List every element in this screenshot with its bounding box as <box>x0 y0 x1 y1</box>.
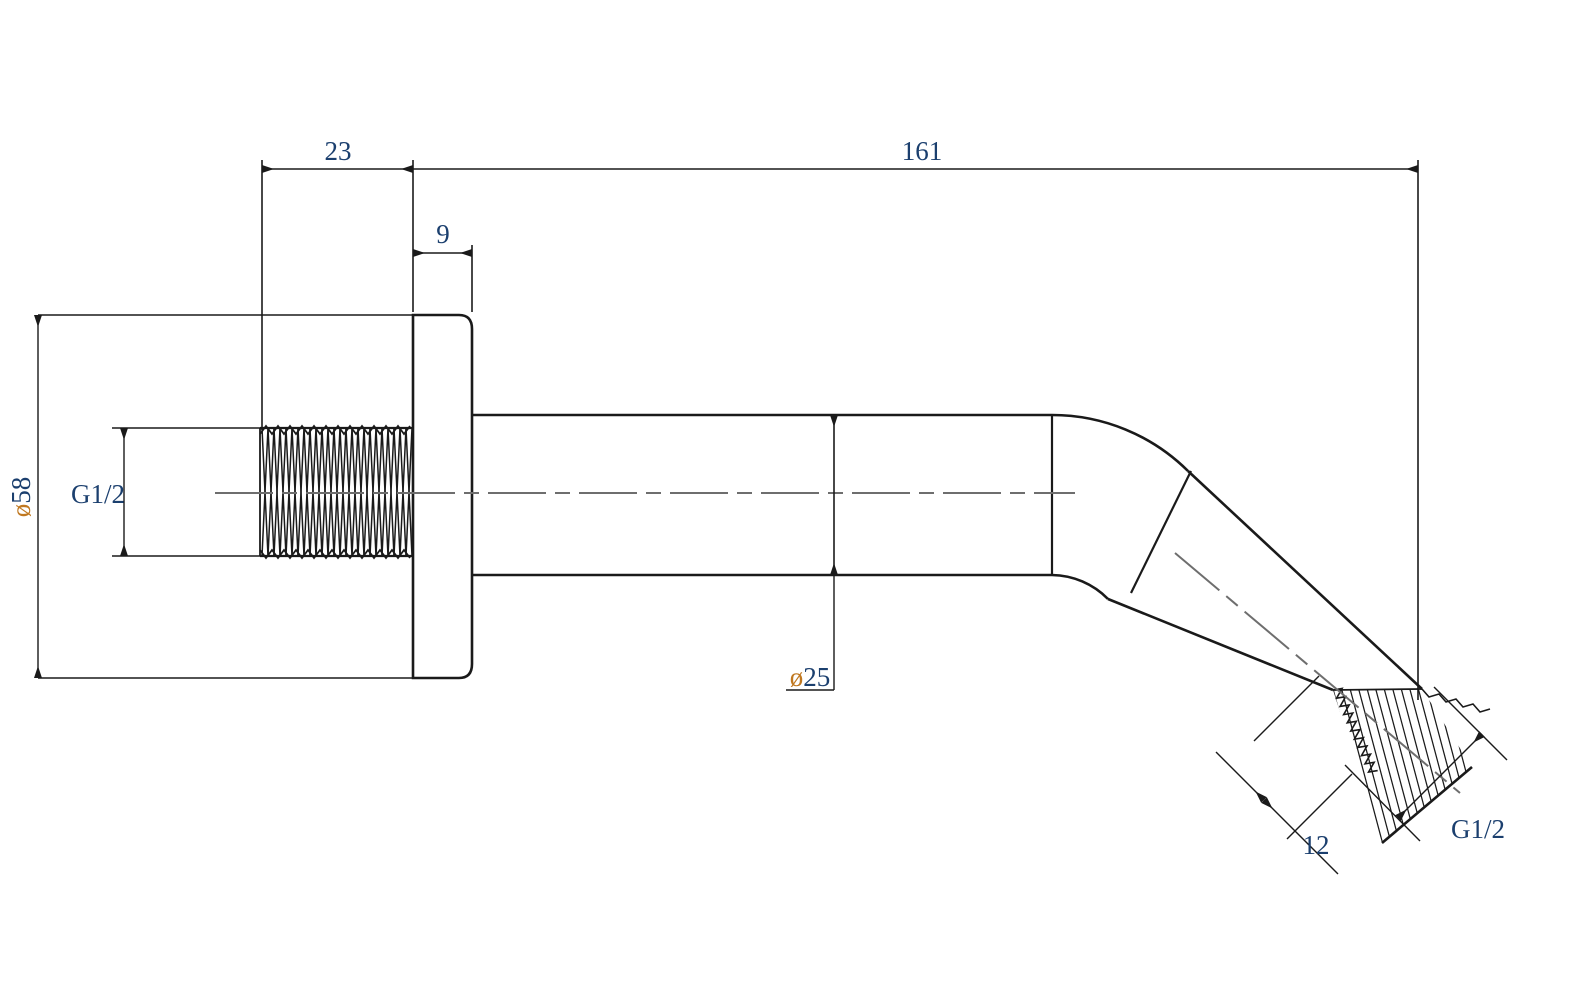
dimension-label-thread-inlet: G1/2 <box>71 479 125 509</box>
dimension-label-12: 12 <box>1303 830 1330 860</box>
centerlines <box>215 492 1461 794</box>
ext-line-12-upper <box>1253 675 1320 742</box>
dimension-label-d58: ø58 <box>6 477 36 518</box>
dimension-label-9: 9 <box>436 219 450 249</box>
diameter-symbol-58: ø <box>6 504 36 518</box>
dim-line-12 <box>1261 797 1339 875</box>
ext-line-g12out-upper <box>1433 686 1508 761</box>
dimension-thread-inlet <box>112 427 262 557</box>
dim-line-g12out <box>1395 731 1485 821</box>
outlet-top-edge <box>1187 470 1423 690</box>
dimension-23 <box>261 160 414 430</box>
dimension-thread-outlet <box>1344 686 1508 842</box>
dimension-12 <box>1215 675 1353 875</box>
ext-line-12-lower <box>1286 773 1353 840</box>
ext-line-g12out-lower <box>1344 764 1421 842</box>
flange-body <box>411 313 474 680</box>
dimension-9 <box>413 245 473 312</box>
inlet-shoulder-lines <box>260 426 413 558</box>
bend-tangent-line <box>1130 470 1192 594</box>
dimension-label-thread-outlet: G1/2 <box>1451 814 1505 844</box>
diameter-symbol-25: ø <box>790 662 804 692</box>
bend-inner-arc <box>1051 573 1109 600</box>
dimension-label-161: 161 <box>902 136 943 166</box>
dimension-161 <box>413 160 1419 700</box>
dimension-label-d25: ø25 <box>790 662 831 692</box>
dimension-label-23: 23 <box>325 136 352 166</box>
dim-line-12-ext <box>1215 751 1267 803</box>
outlet-thread-start-line <box>1332 688 1423 691</box>
part-outline <box>411 313 1473 844</box>
outlet-bottom-edge <box>1107 597 1334 692</box>
bend-outer-arc <box>1051 413 1189 472</box>
dimension-d58 <box>34 314 413 679</box>
outlet-thread-crests <box>1332 687 1491 774</box>
dimension-d25 <box>786 415 838 691</box>
